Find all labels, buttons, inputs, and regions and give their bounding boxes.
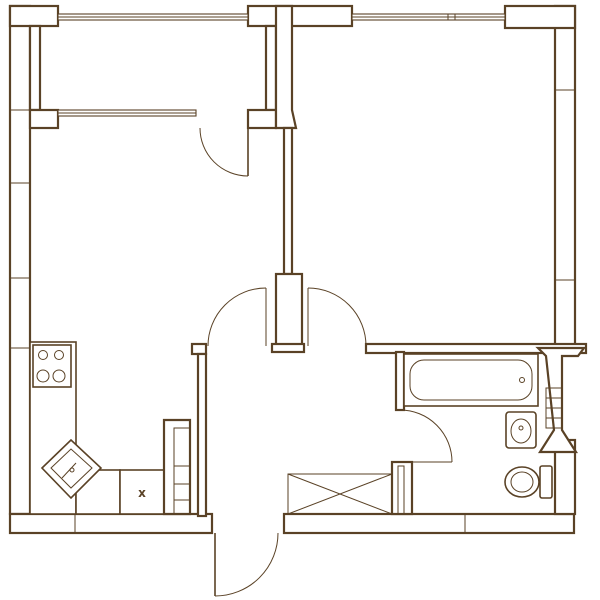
wall-top-left-corner: [8, 4, 60, 28]
door-right-swing: [307, 287, 367, 347]
sink-icon: [40, 438, 103, 500]
washbasin-icon: [505, 411, 537, 449]
wall-bottom-left: [8, 512, 214, 535]
kitchen-shaft: [162, 418, 192, 516]
bathroom-shaft: [535, 346, 587, 454]
wall-partition-stub: [274, 272, 304, 348]
wall-top-right-corner: [503, 4, 577, 30]
windows: [10, 13, 575, 533]
bathroom-door-swing: [399, 409, 453, 463]
wall-hall-left: [196, 352, 208, 518]
wall-stub-base: [270, 342, 306, 354]
partition-walls: [190, 4, 588, 518]
loggia-wall-right: [264, 24, 278, 112]
wall-bath-left: [394, 350, 406, 412]
loggia-wall-left: [28, 24, 42, 112]
door-left-swing: [207, 287, 267, 347]
wall-top-mid: [246, 4, 354, 28]
wardrobe: [287, 460, 414, 516]
wall-bottom-right: [282, 512, 576, 535]
appliance-label: x: [138, 486, 146, 500]
wall-room-bottom: [364, 342, 588, 355]
wall-bathroom-stub: [390, 460, 414, 516]
bathroom: [394, 346, 587, 499]
appliance-box: [119, 469, 165, 515]
stove-icon: [32, 344, 72, 388]
bathtub-icon: [403, 353, 539, 407]
wall-left: [8, 4, 32, 516]
loggia-inner-left: [28, 108, 60, 130]
kitchen: x: [29, 341, 192, 516]
wall-right: [553, 4, 577, 348]
wall-hall-left-top: [190, 342, 208, 356]
entrance-door-swing: [214, 532, 279, 597]
wall-pillar-top: [274, 4, 298, 130]
doors: [207, 287, 367, 597]
loggia-inner-right: [246, 108, 278, 130]
wall-partition-vertical: [282, 126, 294, 276]
loggia: [28, 24, 278, 177]
toilet-icon: [504, 465, 553, 499]
balcony-door-swing: [199, 127, 249, 177]
